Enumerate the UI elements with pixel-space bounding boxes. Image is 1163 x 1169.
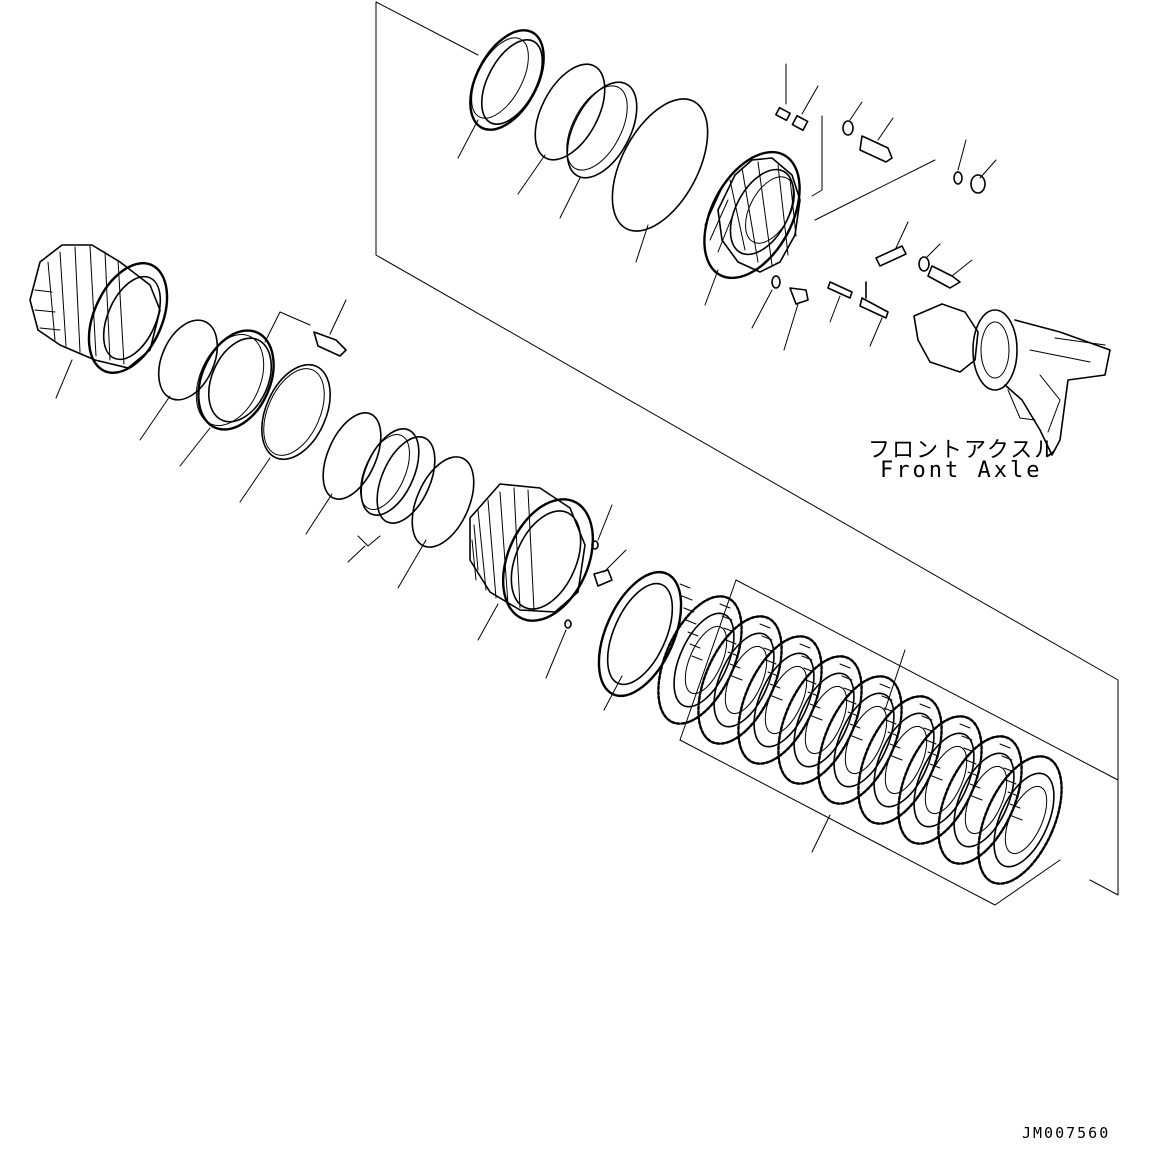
carrier-top (703, 150, 801, 280)
retaining-ring-top (469, 29, 545, 131)
snap-ring-left (157, 319, 219, 401)
bracket-line (814, 159, 936, 221)
leader-line (704, 269, 719, 306)
pin-and-bolt (875, 221, 973, 289)
leader-line (517, 154, 546, 195)
leader-line (559, 177, 581, 219)
plug-small (775, 63, 819, 132)
leader-line (603, 549, 627, 573)
disc-pack-bracket-top (735, 579, 1119, 781)
spline-hub (469, 483, 595, 622)
friction-disc-pack (657, 583, 1063, 885)
leader-line (597, 504, 613, 541)
leader-line (55, 359, 73, 399)
clutch-housing-left (29, 244, 169, 374)
bolt-left (313, 299, 347, 357)
leader-line (239, 457, 271, 503)
assembly-boundary-top (375, 1, 479, 56)
bolt-with-washer (842, 101, 894, 163)
small-fittings (751, 275, 889, 351)
bracket-line (357, 535, 381, 547)
snap-ring-top-1 (534, 63, 606, 161)
front-axle-housing (913, 303, 1111, 456)
o-ring-large (611, 98, 709, 232)
assembly-boundary-line (375, 1, 1119, 896)
leader-line (884, 649, 906, 711)
thrust-washer (597, 570, 683, 698)
leader-line (397, 539, 427, 589)
bracket-line (264, 311, 311, 343)
drawing-id: JM007560 (1022, 1124, 1111, 1142)
ball-lower (564, 619, 572, 629)
friction-disc (777, 643, 863, 785)
leader-line (179, 427, 211, 467)
leader-line (347, 545, 366, 563)
leader-line (457, 119, 479, 159)
o-ring-small (322, 412, 382, 500)
leader-line (811, 814, 831, 853)
front-axle-label-en: Front Axle (880, 458, 1043, 483)
piston (195, 329, 275, 431)
leader-line (603, 675, 623, 711)
leader-line (477, 603, 499, 641)
backup-rings (360, 428, 436, 524)
ball-small (591, 540, 599, 550)
snap-ring-top-2 (566, 81, 638, 179)
disc-pack-bracket-bottom (679, 739, 1061, 906)
bracket-line (811, 115, 823, 197)
friction-disc (977, 743, 1063, 885)
seal-ring-left (261, 363, 331, 461)
plug-hub (593, 569, 613, 587)
leader-line (305, 493, 333, 535)
front-axle-label-jp: フロントアクスル (868, 438, 1059, 463)
plug-right (953, 139, 997, 194)
leader-line (545, 629, 567, 679)
leader-line (139, 395, 171, 441)
leader-line (635, 224, 649, 263)
o-ring-mid (411, 456, 475, 548)
